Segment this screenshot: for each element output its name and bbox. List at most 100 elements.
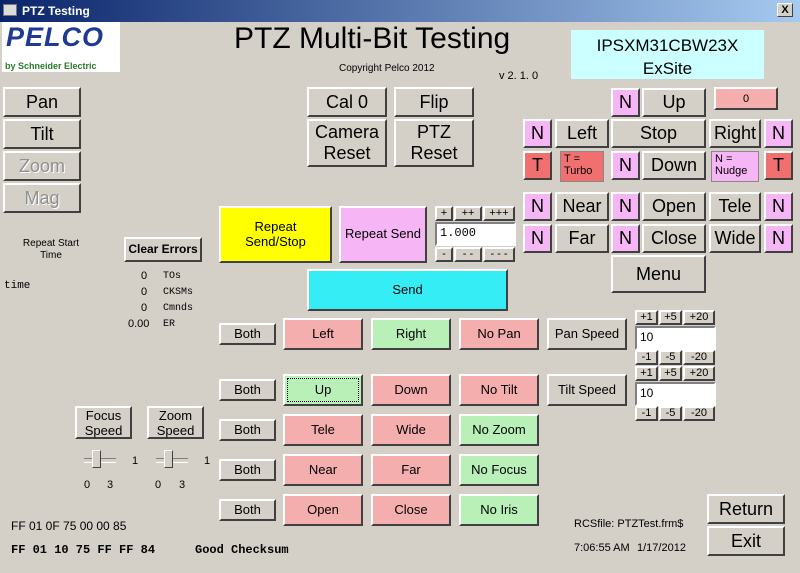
no-iris-button[interactable]: No Iris [459,494,539,526]
left-button[interactable]: Left [555,119,609,148]
stat-er-value: 0.00 [128,318,150,330]
iris-close-button[interactable]: Close [371,494,451,526]
send-button[interactable]: Send [307,269,508,311]
repeat-start-time-label: Repeat Start Time [22,238,80,261]
zoom-button[interactable]: Zoom [3,151,81,181]
iris-open-button[interactable]: Open [283,494,363,526]
pan-speed-dec-1[interactable]: -1 [635,350,658,365]
exit-button[interactable]: Exit [707,526,785,556]
no-tilt-button[interactable]: No Tilt [459,374,539,406]
up-nudge-button[interactable]: N [611,88,640,117]
version-text: v 2. 1. 0 [499,70,539,82]
wide-nudge-button[interactable]: N [764,224,793,253]
open-button[interactable]: Open [642,192,706,221]
clock-time: 7:06:55 AM [574,542,630,554]
tele-button[interactable]: Tele [709,192,761,221]
interval-plus-2[interactable]: ++ [454,206,482,221]
tilt-speed-dec-5[interactable]: -5 [659,406,682,421]
interval-plus-3[interactable]: +++ [483,206,515,221]
pan-speed-input[interactable]: 10 [635,326,716,350]
open-nudge-button[interactable]: N [611,192,640,221]
zoom-speed-slider-thumb[interactable] [163,450,173,468]
interval-plus-1[interactable]: + [435,206,453,221]
camera-reset-button[interactable]: Camera Reset [307,119,387,167]
focus-speed-button[interactable]: Focus Speed [75,406,132,439]
tilt-speed-button[interactable]: Tilt Speed [547,374,627,406]
stop-button[interactable]: Stop [611,119,706,148]
turbo-button-right[interactable]: T [764,151,793,180]
tilt-speed-dec-1[interactable]: -1 [635,406,658,421]
focus-speed-max: 3 [107,479,114,491]
turbo-button[interactable]: T [523,151,552,180]
focus-speed-slider-thumb[interactable] [91,450,101,468]
focus-near-button[interactable]: Near [283,454,363,486]
left-nudge-button[interactable]: N [523,119,552,148]
right-button[interactable]: Right [709,119,761,148]
zoom-wide-button[interactable]: Wide [371,414,451,446]
close-button[interactable]: Close [642,224,706,253]
close-window-button[interactable]: X [777,3,793,17]
pan-speed-dec-5[interactable]: -5 [659,350,682,365]
clear-errors-button[interactable]: Clear Errors [124,237,202,262]
pan-left-button[interactable]: Left [283,318,363,350]
repeat-interval-input[interactable]: 1.000 [435,222,516,246]
stat-cksms-value: 0 [141,286,148,298]
interval-minus-1[interactable]: - [435,247,453,262]
iris-both-button[interactable]: Both [219,499,276,521]
pan-right-button[interactable]: Right [371,318,451,350]
pan-button[interactable]: Pan [3,87,81,117]
down-nudge-button[interactable]: N [611,151,640,180]
focus-speed-value: 1 [132,455,139,467]
tilt-speed-inc-1[interactable]: +1 [635,366,658,381]
tele-nudge-button[interactable]: N [764,192,793,221]
no-zoom-button[interactable]: No Zoom [459,414,539,446]
tilt-speed-inc-5[interactable]: +5 [659,366,682,381]
near-nudge-button[interactable]: N [523,192,552,221]
menu-button[interactable]: Menu [611,255,706,293]
tilt-down-button[interactable]: Down [371,374,451,406]
tilt-up-button[interactable]: Up [283,374,363,406]
command-received-text: FF 01 10 75 FF FF 84 [11,543,156,557]
cal0-button[interactable]: Cal 0 [307,87,387,117]
focus-both-button[interactable]: Both [219,459,276,481]
pan-speed-inc-1[interactable]: +1 [635,310,658,325]
near-button[interactable]: Near [555,192,609,221]
close-nudge-button[interactable]: N [611,224,640,253]
mag-button[interactable]: Mag [3,183,81,213]
pan-speed-button[interactable]: Pan Speed [547,318,627,350]
repeat-send-stop-button[interactable]: Repeat Send/Stop [219,206,332,263]
interval-minus-3[interactable]: - - - [483,247,515,262]
zoom-both-button[interactable]: Both [219,419,276,441]
schneider-byline: by Schneider Electric [5,61,97,71]
pan-speed-inc-20[interactable]: +20 [683,310,715,325]
zoom-speed-button[interactable]: Zoom Speed [147,406,204,439]
no-focus-button[interactable]: No Focus [459,454,539,486]
far-button[interactable]: Far [555,224,609,253]
up-button[interactable]: Up [642,88,706,117]
focus-far-button[interactable]: Far [371,454,451,486]
tilt-both-button[interactable]: Both [219,379,276,401]
repeat-send-button[interactable]: Repeat Send [339,206,427,263]
return-button[interactable]: Return [707,494,785,524]
no-pan-button[interactable]: No Pan [459,318,539,350]
wide-button[interactable]: Wide [709,224,761,253]
right-nudge-button[interactable]: N [764,119,793,148]
down-button[interactable]: Down [642,151,706,180]
rcs-file-text: RCSfile: PTZTest.frm$ [574,518,684,530]
zoom-speed-value: 1 [204,455,211,467]
tilt-speed-inc-20[interactable]: +20 [683,366,715,381]
window-title: PTZ Testing [22,4,90,18]
tilt-speed-input[interactable]: 10 [635,382,716,406]
device-info-box: IPSXM31CBW23X ExSite [571,30,764,79]
tilt-speed-dec-20[interactable]: -20 [683,406,715,421]
zoom-tele-button[interactable]: Tele [283,414,363,446]
far-nudge-button[interactable]: N [523,224,552,253]
pan-speed-dec-20[interactable]: -20 [683,350,715,365]
time-value: time [4,280,31,292]
pan-speed-inc-5[interactable]: +5 [659,310,682,325]
ptz-reset-button[interactable]: PTZ Reset [394,119,474,167]
tilt-button[interactable]: Tilt [3,119,81,149]
pan-both-button[interactable]: Both [219,323,276,345]
interval-minus-2[interactable]: - - [454,247,482,262]
flip-button[interactable]: Flip [394,87,474,117]
